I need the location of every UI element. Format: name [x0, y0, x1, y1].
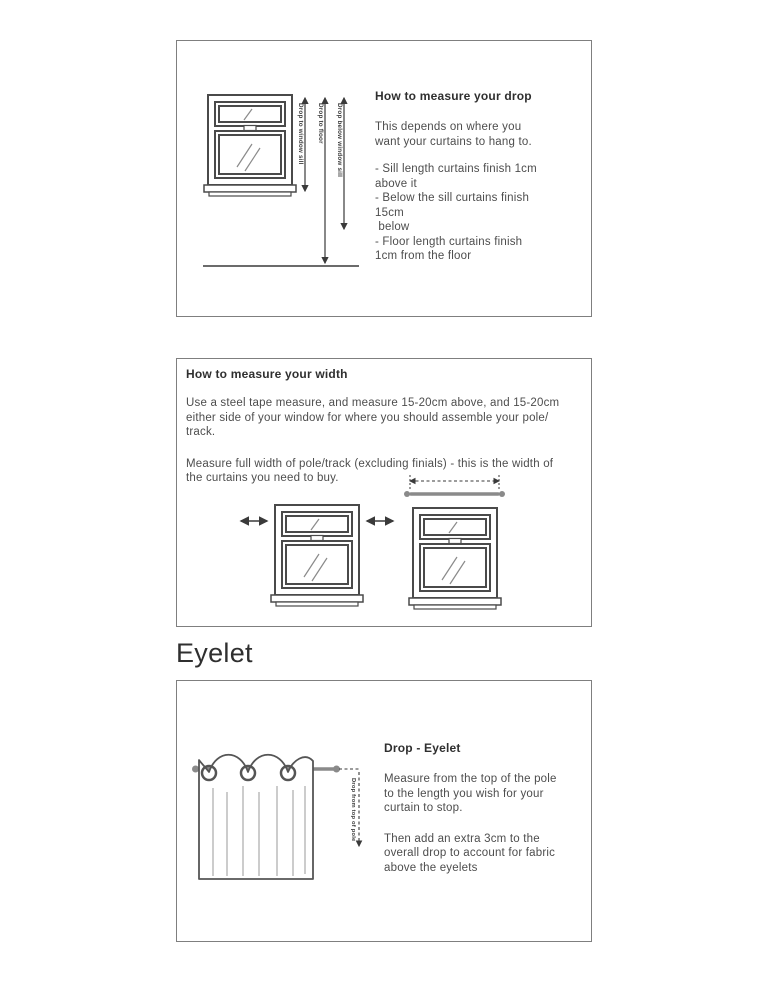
eyelet-panel-para2: Then add an extra 3cm to the overall dro… — [384, 832, 556, 874]
label-drop-to-floor: Drop to floor — [317, 103, 324, 144]
eyelet-panel-para1: Measure from the top of the pole to the … — [384, 773, 557, 814]
drop-panel-intro: This depends on where you want your curt… — [375, 121, 532, 148]
drop-bullet-below-sill: - Below the sill curtains finish 15cm be… — [375, 192, 530, 233]
width-panel-title: How to measure your width — [186, 367, 348, 381]
drop-panel-title: How to measure your drop — [375, 89, 532, 103]
eyelet-rings — [200, 764, 297, 782]
pole-measure-lines — [408, 475, 501, 489]
window-illustration — [270, 504, 364, 607]
eyelet-curtain-diagram: Drop from top of pole — [192, 754, 363, 880]
eyelet-section-heading: Eyelet — [176, 638, 253, 668]
curtain-pole — [404, 491, 505, 497]
eyelet-ring — [239, 764, 257, 782]
window-side-arrows-diagram — [239, 504, 395, 607]
drop-measurement-diagram: Drop to window sill Drop to floor Drop b… — [203, 94, 359, 267]
finial-right — [499, 491, 505, 497]
drop-arrows — [301, 96, 348, 265]
eyelet-panel-title: Drop - Eyelet — [384, 741, 461, 755]
drop-from-pole-measure — [339, 768, 363, 848]
curtain-fold-lines — [212, 786, 306, 876]
label-drop-to-window-sill: Drop to window sill — [297, 103, 304, 165]
glass-reflection-lines — [303, 518, 328, 582]
finial-right — [333, 765, 340, 773]
eyelet-panel-text: Drop - Eyelet Measure from the top of th… — [384, 741, 584, 875]
eyelet-ring — [200, 764, 218, 782]
glass-reflection-lines — [441, 521, 466, 585]
panel-how-to-measure-width: How to measure your width Use a steel ta… — [176, 358, 592, 627]
width-panel-para1: Use a steel tape measure, and measure 15… — [186, 397, 560, 438]
drop-bullet-floor-length: - Floor length curtains finish 1cm from … — [375, 235, 523, 263]
drop-arrow-labels: Drop to window sill Drop to floor Drop b… — [297, 103, 343, 177]
finial-left — [192, 765, 199, 773]
pole-width-measure-diagram — [404, 475, 505, 610]
label-drop-below-window-sill: Drop below window sill — [336, 103, 343, 177]
drop-panel-text: How to measure your drop This depends on… — [375, 89, 559, 264]
window-illustration — [408, 507, 502, 610]
label-drop-from-top-of-pole: Drop from top of pole — [350, 778, 356, 842]
panel-how-to-measure-drop: Drop to window sill Drop to floor Drop b… — [176, 40, 592, 317]
drop-bullet-sill-length: - Sill length curtains finish 1cm above … — [375, 163, 537, 190]
eyelet-ring — [279, 764, 297, 782]
glass-reflection-lines — [236, 108, 261, 172]
panel-drop-eyelet: Drop from top of pole Drop - Eyelet Meas… — [176, 680, 592, 942]
window-illustration — [203, 94, 297, 197]
finial-left — [404, 491, 410, 497]
width-panel-para2: Measure full width of pole/track (exclud… — [186, 457, 554, 485]
width-panel-text: How to measure your width Use a steel ta… — [177, 359, 591, 486]
